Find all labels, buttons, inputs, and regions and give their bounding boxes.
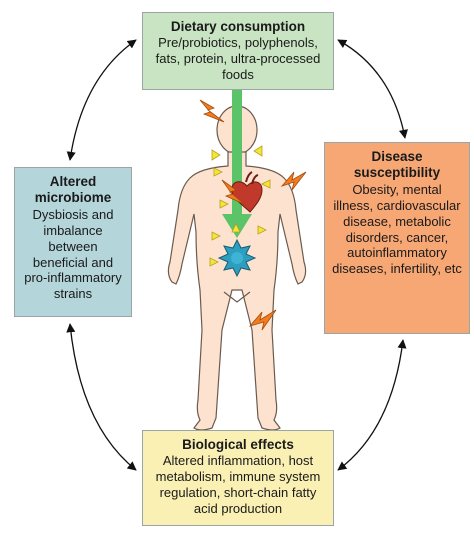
cycle-arrow-bottom-right [337, 339, 407, 471]
heart-icon [231, 171, 263, 213]
altered-microbiome-title: Altered microbiome [34, 174, 112, 206]
dietary-consumption-desc: Pre/probiotics, polyphenols, fats, prote… [155, 35, 321, 83]
disease-susceptibility-desc: Obesity, mental illness, cardiovascular … [332, 181, 462, 277]
triangle-marker-icon [209, 145, 271, 267]
cycle-arrow-top-right [337, 39, 408, 139]
microbe-icon [217, 238, 257, 278]
biological-effects-title: Biological effects [182, 437, 294, 452]
disease-susceptibility-box: Disease susceptibility Obesity, mental i… [324, 142, 470, 334]
dietary-consumption-box: Dietary consumption Pre/probiotics, poly… [142, 12, 334, 90]
biological-effects-box: Biological effects Altered inflammation,… [142, 430, 334, 526]
cycle-arrow-bottom-left [66, 323, 137, 471]
cycle-arrow-top-left [66, 39, 137, 161]
biological-effects-desc: Altered inflammation, host metabolism, i… [155, 453, 321, 517]
lightning-icon [199, 99, 307, 331]
dietary-consumption-title: Dietary consumption [170, 19, 306, 34]
disease-susceptibility-title: Disease susceptibility [353, 149, 441, 181]
altered-microbiome-box: Altered microbiome Dysbiosis and imbalan… [14, 167, 132, 317]
altered-microbiome-desc: Dysbiosis and imbalance between benefici… [24, 206, 122, 302]
